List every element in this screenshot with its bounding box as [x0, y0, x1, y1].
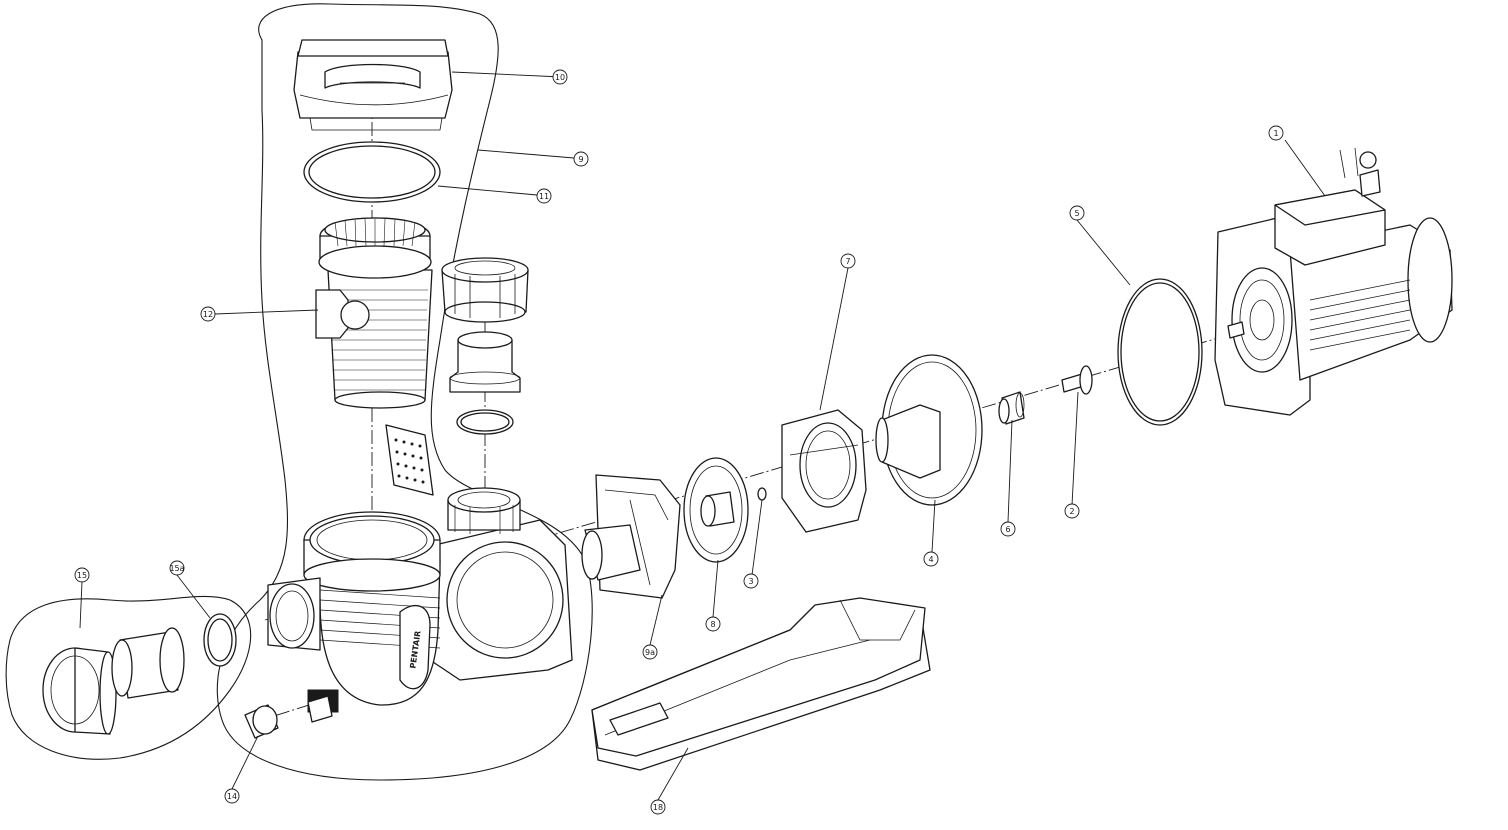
callout-label-15: 15 [77, 571, 87, 580]
callout-label-8: 8 [710, 620, 715, 629]
pump-motor [1214, 147, 1453, 416]
callout-label-15a: 15a [169, 564, 184, 573]
main-axis [264, 329, 1246, 621]
inlet-union-nut [42, 647, 117, 735]
callout-8: 8 [705, 616, 721, 632]
impeller-washer [757, 487, 767, 501]
callout-label-14: 14 [227, 792, 237, 801]
callout-2: 2 [1064, 503, 1080, 519]
leader-lines [79, 71, 1326, 801]
callout-label-18: 18 [653, 803, 663, 812]
callout-18: 18 [650, 799, 666, 815]
callout-5: 5 [1069, 205, 1085, 221]
drain-plug [244, 695, 333, 739]
seal-plate [875, 354, 983, 506]
inlet-o-ring [203, 613, 237, 667]
callout-3: 3 [743, 573, 759, 589]
callout-7: 7 [840, 253, 856, 269]
impeller [683, 457, 749, 563]
lid-o-ring [303, 141, 441, 203]
strainer-lid [293, 39, 453, 131]
callout-label-2: 2 [1069, 507, 1074, 516]
callout-15: 15 [74, 567, 90, 583]
callout-label-9a: 9a [645, 648, 655, 657]
callout-label-10: 10 [555, 73, 565, 82]
diffuser [581, 474, 681, 599]
seal-plate-o-ring [1117, 278, 1203, 426]
outlet-tail-piece [449, 331, 521, 393]
callout-9a: 9a [642, 644, 658, 660]
seal-plate-ring [781, 409, 867, 533]
outlet-o-ring [456, 409, 514, 435]
callout-label-5: 5 [1074, 209, 1079, 218]
strainer-insert [385, 424, 434, 496]
pump-housing [267, 487, 573, 713]
callout-label-11: 11 [539, 192, 549, 201]
callout-9: 9 [573, 151, 589, 167]
callout-10: 10 [552, 69, 568, 85]
callout-1: 1 [1268, 125, 1284, 141]
callout-12: 12 [200, 306, 216, 322]
callout-label-4: 4 [928, 555, 933, 564]
pump-housing-group-outline [216, 3, 593, 781]
union-fitting-group-outline [5, 595, 252, 760]
callout-6: 6 [1000, 521, 1016, 537]
callout-14: 14 [224, 788, 240, 804]
callout-label-12: 12 [203, 310, 213, 319]
callout-15a: 15a [169, 560, 185, 576]
callout-label-6: 6 [1005, 525, 1010, 534]
motor-shaft [1061, 365, 1093, 395]
mechanical-seal [998, 391, 1025, 425]
callout-label-9: 9 [578, 155, 583, 164]
callout-4: 4 [923, 551, 939, 567]
strainer-basket [315, 217, 433, 409]
outlet-union-nut [441, 257, 529, 323]
inlet-tail-piece [111, 627, 185, 699]
pump-base [591, 597, 931, 771]
callout-label-7: 7 [845, 257, 850, 266]
callout-11: 11 [536, 188, 552, 204]
callout-label-1: 1 [1273, 129, 1278, 138]
callout-label-3: 3 [748, 577, 753, 586]
